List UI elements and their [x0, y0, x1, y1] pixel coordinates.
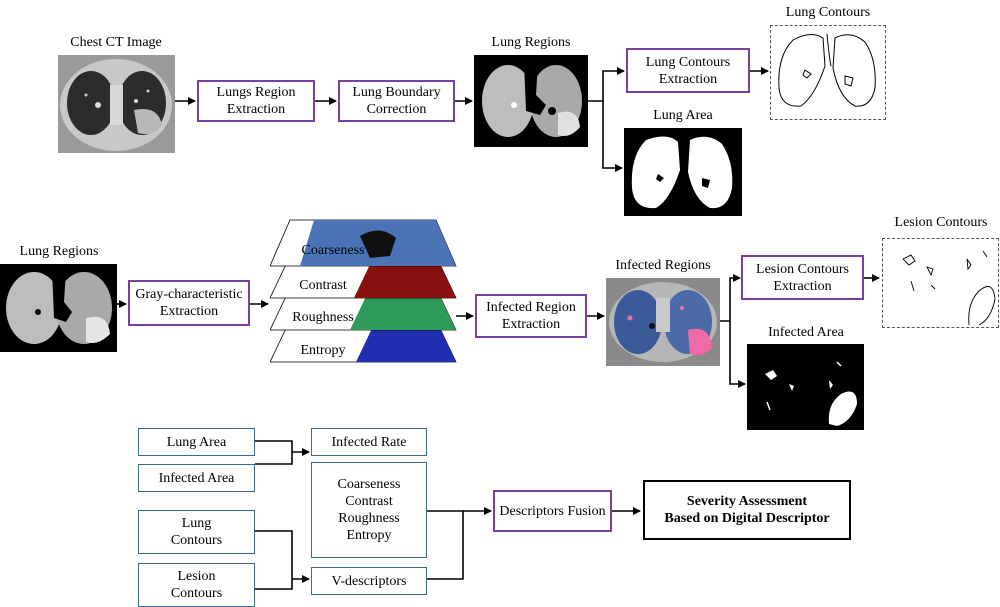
lung-boundary-correction-box: Lung Boundary Correction — [338, 80, 455, 122]
lungs-region-extraction-line1: Lungs Region — [216, 85, 296, 100]
infected-area-image — [747, 344, 864, 430]
v-descriptors-box: V-descriptors — [311, 567, 427, 595]
texture-descriptor-entropy: Entropy — [346, 528, 392, 543]
lung-regions-image — [474, 55, 588, 147]
entropy-layer — [356, 320, 456, 362]
gray-characteristic-extraction-line2: Extraction — [159, 304, 219, 319]
lung-area-label: Lung Area — [653, 108, 713, 123]
lesion-contours-label: Lesion Contours — [894, 215, 988, 230]
chest-ct-image — [58, 55, 175, 153]
entropy-layer-label: Entropy — [300, 343, 346, 358]
lesion-contours-extraction-line2: Extraction — [773, 278, 832, 294]
lung-boundary-correction-line1: Lung Boundary — [352, 85, 441, 100]
descriptors-fusion-box: Descriptors Fusion — [493, 490, 612, 532]
lung-boundary-correction-line2: Correction — [366, 102, 427, 117]
lung-regions-label-2: Lung Regions — [19, 244, 99, 259]
v-descriptors-text: V-descriptors — [331, 573, 407, 589]
lung-regions-label: Lung Regions — [491, 35, 571, 50]
lung-area-image — [624, 128, 742, 216]
coarseness-layer-label: Coarseness — [301, 243, 365, 258]
infected-region-extraction-line2: Extraction — [501, 317, 561, 332]
severity-assessment-line2: Based on Digital Descriptor — [664, 511, 830, 526]
infected-area-text: Infected Area — [158, 470, 235, 486]
lesion-contours-extraction-line1: Lesion Contours — [756, 261, 849, 277]
lung-regions-image-2 — [0, 264, 117, 352]
infected-rate-text: Infected Rate — [331, 434, 407, 450]
infected-area-label: Infected Area — [768, 325, 844, 340]
texture-descriptors-box: Coarseness Contrast Roughness Entropy — [311, 462, 427, 558]
contrast-layer — [354, 256, 456, 298]
texture-descriptor-coarseness: Coarseness — [337, 477, 401, 492]
infected-area-box: Infected Area — [138, 464, 255, 492]
lung-contours-line1: Lung — [181, 516, 212, 531]
descriptors-fusion-text: Descriptors Fusion — [499, 503, 606, 519]
texture-layer-stack — [270, 216, 460, 366]
infected-regions-image — [606, 278, 720, 366]
lesion-contours-image — [882, 238, 999, 328]
roughness-layer-label: Roughness — [292, 310, 354, 325]
lesion-contours-box: Lesion Contours — [138, 563, 255, 607]
lung-contours-image — [770, 25, 886, 120]
chest-ct-label: Chest CT Image — [70, 35, 162, 50]
texture-descriptor-roughness: Roughness — [338, 511, 400, 526]
severity-assessment-box: Severity Assessment Based on Digital Des… — [643, 480, 851, 540]
infected-rate-box: Infected Rate — [311, 428, 427, 456]
lung-contours-line2: Contours — [170, 533, 223, 548]
infected-regions-label: Infected Regions — [615, 258, 711, 273]
lung-area-text: Lung Area — [166, 434, 227, 450]
gray-characteristic-extraction-line1: Gray-characteristic — [135, 287, 243, 302]
lesion-contours-line2: Contours — [170, 586, 223, 601]
infected-region-extraction-line1: Infected Region — [486, 300, 576, 315]
lung-contours-label: Lung Contours — [785, 5, 871, 20]
contrast-layer-label: Contrast — [299, 278, 347, 293]
lungs-region-extraction-line2: Extraction — [226, 102, 286, 117]
infected-region-extraction-box: Infected Region Extraction — [475, 294, 587, 338]
severity-assessment-line1: Severity Assessment — [686, 494, 808, 509]
lesion-contours-extraction-box: Lesion Contours Extraction — [741, 255, 864, 300]
texture-descriptor-contrast: Contrast — [345, 494, 393, 509]
roughness-layer — [350, 288, 456, 330]
lung-area-box: Lung Area — [138, 428, 255, 456]
lung-contours-box: Lung Contours — [138, 510, 255, 554]
lung-contours-extraction-line1: Lung Contours — [645, 54, 731, 70]
lungs-region-extraction-box: Lungs Region Extraction — [197, 80, 315, 122]
gray-characteristic-extraction-box: Gray-characteristic Extraction — [128, 280, 250, 326]
lung-contours-extraction-line2: Extraction — [658, 71, 718, 87]
lung-contours-extraction-box: Lung Contours Extraction — [626, 48, 750, 93]
lesion-contours-line1: Lesion — [177, 569, 216, 584]
